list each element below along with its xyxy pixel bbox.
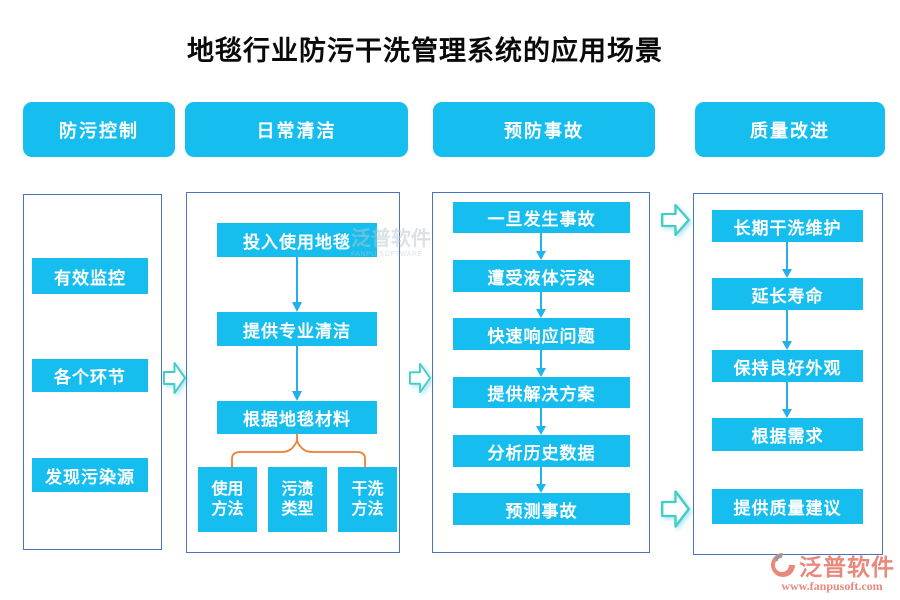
down-arrow-icon bbox=[782, 382, 792, 418]
sub-node-line: 方法 bbox=[351, 500, 384, 518]
flow-node: 发现污染源 bbox=[32, 458, 148, 492]
column-header-quality-improvement: 质量改进 bbox=[695, 102, 885, 157]
down-arrow-icon bbox=[782, 242, 792, 278]
flow-node: 提供解决方案 bbox=[453, 377, 630, 408]
sub-node-line: 干洗 bbox=[351, 480, 384, 498]
diagram-title: 地毯行业防污干洗管理系统的应用场景 bbox=[187, 36, 663, 66]
flow-node: 提供质量建议 bbox=[712, 489, 863, 524]
down-arrow-icon bbox=[536, 467, 546, 493]
brand-name: 泛普软件 bbox=[799, 554, 895, 580]
down-arrow-icon bbox=[536, 292, 546, 318]
flow-node: 提供专业清洁 bbox=[217, 312, 377, 346]
flow-node: 快速响应问题 bbox=[453, 318, 630, 350]
sub-node-line: 污渍 bbox=[281, 480, 314, 498]
sub-node: 干洗 方法 bbox=[338, 467, 397, 532]
flow-node: 保持良好外观 bbox=[712, 350, 863, 382]
flow-node: 有效监控 bbox=[32, 258, 148, 294]
flow-node: 各个环节 bbox=[32, 359, 148, 392]
down-arrow-icon bbox=[536, 350, 546, 377]
flow-node: 遭受液体污染 bbox=[453, 260, 630, 292]
flow-node: 分析历史数据 bbox=[453, 435, 630, 467]
fanpu-logo-icon bbox=[771, 553, 795, 577]
brand-url: www.fanpusoft.com bbox=[781, 579, 883, 593]
down-arrow-icon bbox=[292, 346, 302, 401]
right-arrow-icon bbox=[409, 362, 431, 394]
down-arrow-icon bbox=[536, 233, 546, 260]
down-arrow-icon bbox=[536, 408, 546, 435]
column-header-accident-prevention: 预防事故 bbox=[433, 102, 655, 157]
right-arrow-icon bbox=[661, 490, 690, 528]
flow-node: 延长寿命 bbox=[712, 278, 863, 310]
right-arrow-icon bbox=[661, 204, 690, 236]
sub-node-line: 类型 bbox=[281, 500, 314, 518]
flow-node: 投入使用地毯 bbox=[217, 223, 377, 257]
sub-node-line: 方法 bbox=[211, 500, 244, 518]
sub-node: 使用 方法 bbox=[198, 467, 257, 532]
flow-node: 一旦发生事故 bbox=[453, 202, 630, 233]
sub-node: 污渍 类型 bbox=[268, 467, 327, 532]
flow-node: 根据地毯材料 bbox=[217, 401, 377, 434]
down-arrow-icon bbox=[782, 310, 792, 350]
down-arrow-icon bbox=[292, 257, 302, 312]
sub-node-line: 使用 bbox=[211, 480, 244, 498]
flow-node: 根据需求 bbox=[712, 418, 863, 451]
column-header-daily-cleaning: 日常清洁 bbox=[185, 102, 408, 157]
right-arrow-icon bbox=[163, 362, 186, 394]
column-header-pollution-control: 防污控制 bbox=[23, 102, 175, 157]
branch-connector bbox=[231, 433, 366, 468]
flow-node: 预测事故 bbox=[453, 493, 630, 525]
flow-node: 长期干洗维护 bbox=[712, 210, 863, 242]
